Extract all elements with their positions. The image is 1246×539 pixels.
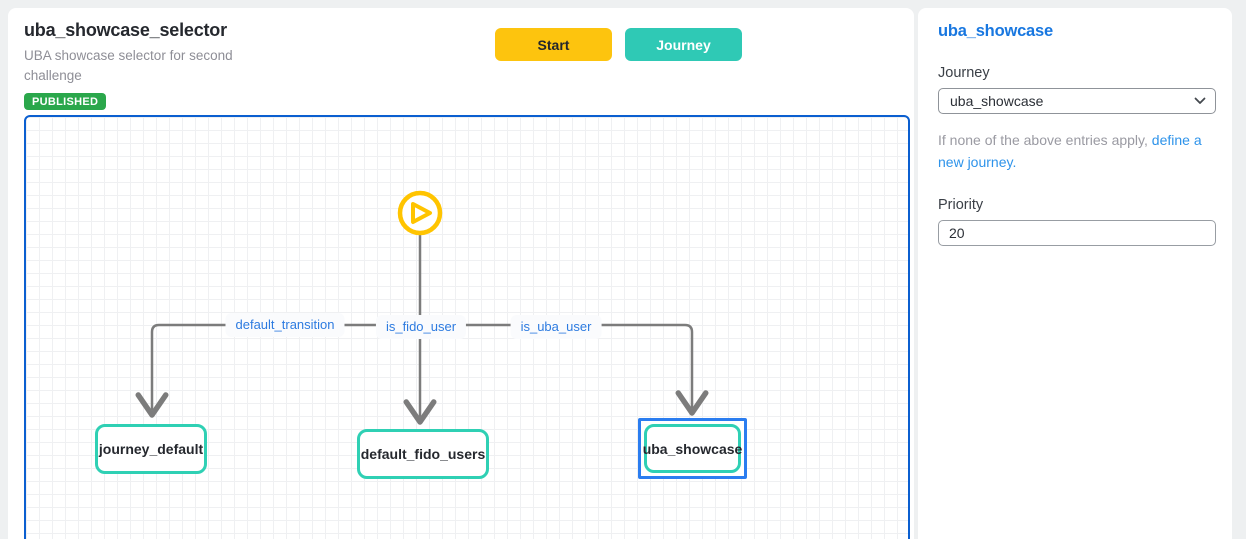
flow-editor-card: uba_showcase_selector UBA showcase selec…: [8, 8, 914, 539]
hint-prefix: If none of the above entries apply,: [938, 132, 1152, 148]
edge-label-is-fido-user[interactable]: is_fido_user: [375, 315, 467, 339]
edge-label-default-transition[interactable]: default_transition: [225, 313, 345, 337]
node-selection-box: uba_showcase: [638, 418, 747, 479]
page-subtitle: UBA showcase selector for second challen…: [24, 48, 233, 83]
status-badge: PUBLISHED: [24, 93, 107, 111]
node-journey-default[interactable]: journey_default: [95, 424, 207, 474]
edge-default-transition[interactable]: [135, 323, 420, 418]
node-uba-showcase[interactable]: uba_showcase: [643, 424, 742, 473]
journey-field-label: Journey: [938, 65, 990, 81]
page-title: uba_showcase_selector: [24, 20, 227, 40]
define-new-journey-link[interactable]: define a new journey.: [938, 132, 1202, 170]
journey-select-wrap: uba_showcase: [938, 88, 1216, 114]
priority-input[interactable]: [938, 220, 1216, 247]
node-default-fido-users[interactable]: default_fido_users: [357, 429, 489, 479]
priority-field-label: Priority: [938, 197, 984, 214]
start-button[interactable]: Start: [495, 28, 612, 61]
flow-header: uba_showcase_selector UBA showcase selec…: [24, 20, 284, 111]
node-properties-panel: uba_showcase Journey uba_showcase If non…: [918, 8, 1232, 539]
journey-button[interactable]: Journey: [625, 28, 742, 61]
play-icon[interactable]: [397, 190, 443, 236]
journey-select[interactable]: uba_showcase: [938, 88, 1216, 114]
flow-canvas[interactable]: default_transition is_fido_user is_uba_u…: [24, 115, 910, 539]
edge-label-is-uba-user[interactable]: is_uba_user: [510, 315, 602, 339]
panel-title: uba_showcase: [938, 22, 1053, 40]
edge-is-uba-user[interactable]: [420, 323, 709, 416]
journey-hint: If none of the above entries apply, defi…: [938, 130, 1216, 173]
flow-edges-layer: [135, 190, 709, 425]
